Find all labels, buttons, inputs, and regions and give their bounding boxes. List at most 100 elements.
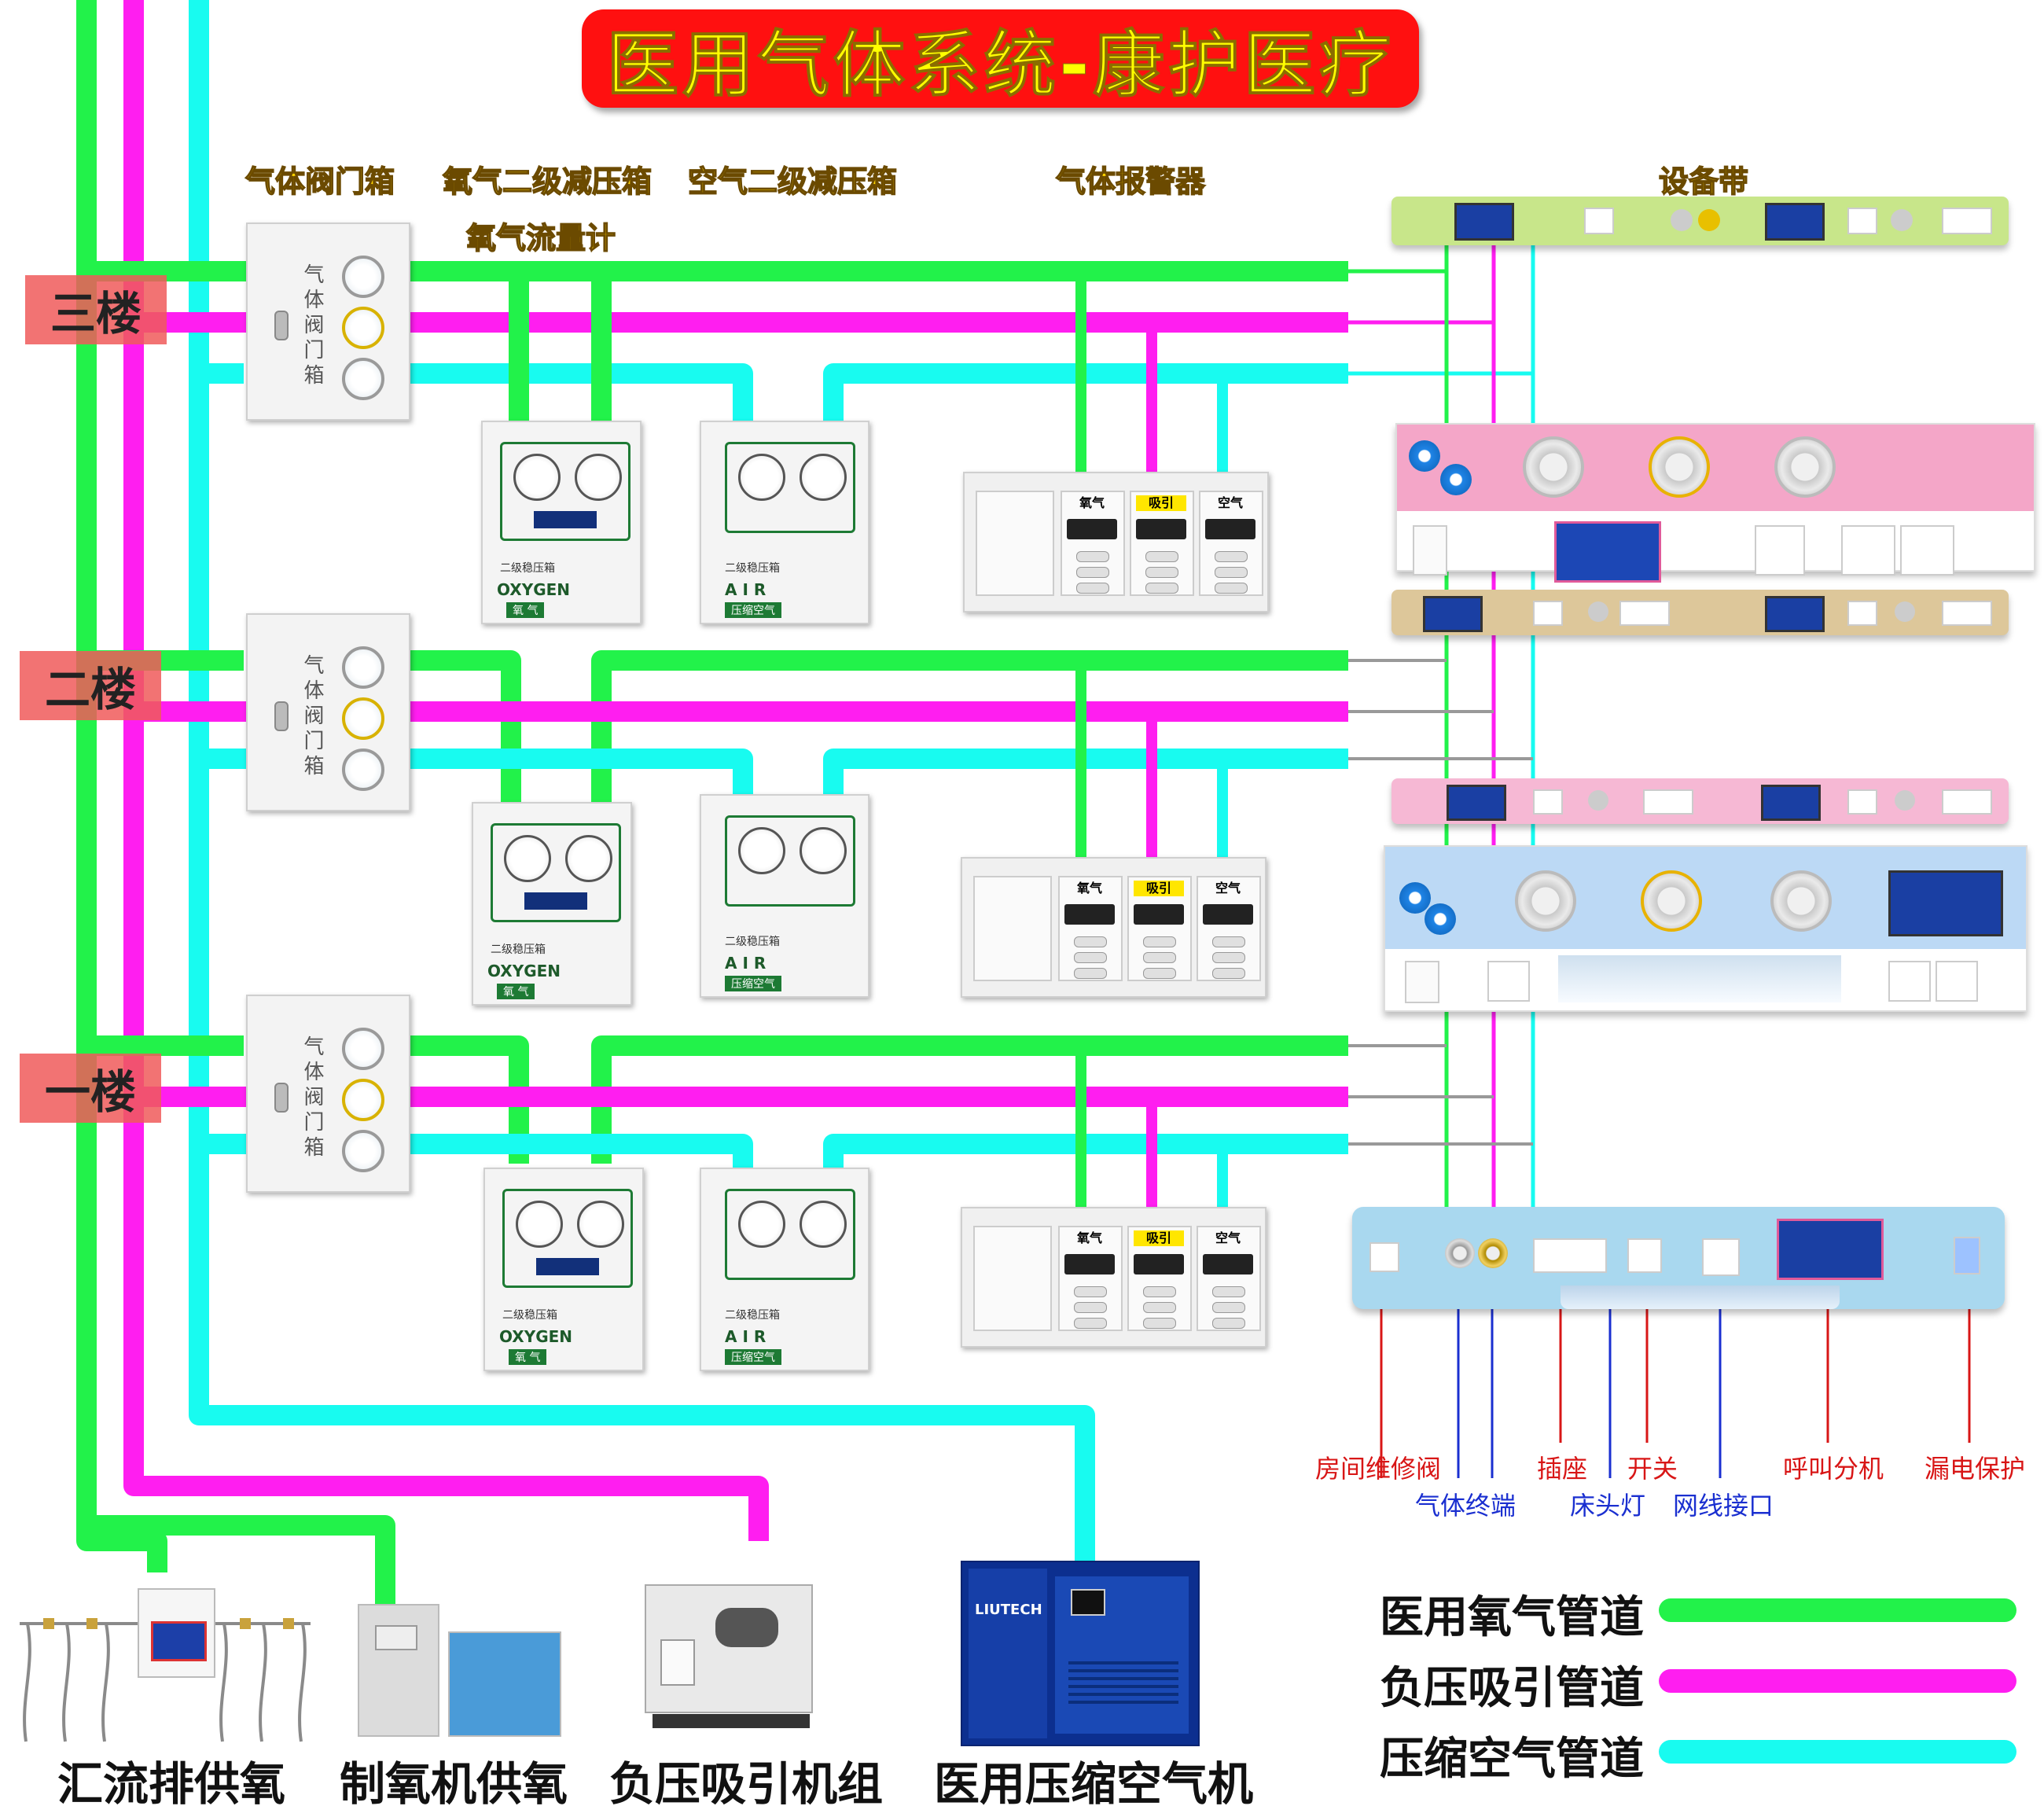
gauge-icon xyxy=(504,835,551,882)
pump-base xyxy=(653,1714,810,1728)
regulator-panel xyxy=(725,442,855,533)
gas-outlet-icon xyxy=(1478,1238,1508,1268)
alarm-channel-oxygen: 氧气 xyxy=(1061,491,1125,596)
alarm-button xyxy=(1145,583,1178,594)
alarm-display xyxy=(1134,904,1184,925)
air-regulator-floor2: 二级稳压箱 A I R 压缩空气 xyxy=(700,794,869,998)
outlet-icon xyxy=(1895,790,1915,811)
screen-icon xyxy=(1071,1589,1105,1616)
term-label-gas-outlet: 气体终端 xyxy=(1415,1491,1516,1521)
alarm-button xyxy=(1076,583,1109,594)
screen-icon xyxy=(1454,203,1514,241)
control-panel-icon xyxy=(660,1639,695,1686)
vacuum-outlet-icon xyxy=(1641,870,1702,932)
alarm-display xyxy=(1064,904,1115,925)
socket-icon xyxy=(1888,961,1931,1002)
gauge-icon xyxy=(738,827,785,874)
alarm-channel-label: 空气 xyxy=(1217,495,1243,510)
switch-icon xyxy=(1847,601,1877,626)
alarm-button xyxy=(1074,936,1107,947)
alarm-button xyxy=(1143,1302,1176,1313)
alarm-button xyxy=(1143,936,1176,947)
f2-air-main2 xyxy=(823,749,1348,794)
socket-icon xyxy=(1533,1238,1607,1273)
alarm-button xyxy=(1074,1286,1107,1297)
gauge-icon xyxy=(575,454,622,501)
term-label-call: 呼叫分机 xyxy=(1783,1454,1884,1484)
socket-icon xyxy=(1942,789,1992,815)
alarm-channel-oxygen: 氧气 xyxy=(1058,876,1123,981)
bed-head-unit-blue xyxy=(1384,845,2027,1012)
alarm-button xyxy=(1145,551,1178,562)
alarm-button xyxy=(1212,936,1245,947)
title-banner: 医用气体系统-康护医疗 xyxy=(582,9,1419,108)
equipment-strip-pink xyxy=(1391,778,2009,824)
alarm-button xyxy=(1143,1318,1176,1329)
gas-alarm-floor3: 氧气 吸引 空气 xyxy=(963,472,1269,612)
alarm-button xyxy=(1145,567,1178,578)
alarm-side-panel xyxy=(973,876,1052,981)
screen-icon xyxy=(151,1621,207,1661)
alarm-channel-label: 空气 xyxy=(1215,1230,1241,1245)
vacuum-outlet-icon xyxy=(1649,436,1710,498)
air-outlet-icon xyxy=(1774,436,1836,498)
regulator-tag: 氧 气 xyxy=(506,602,545,618)
valve-box-label: 气体阀门箱 xyxy=(300,654,324,780)
gauge-icon xyxy=(342,749,384,791)
regulator-name: A I R xyxy=(725,1327,766,1346)
gauge-icon xyxy=(800,827,847,874)
outlet-icon xyxy=(1698,209,1720,231)
outlet-icon xyxy=(1671,209,1693,231)
panel-top xyxy=(1397,425,2034,511)
alarm-display xyxy=(1134,1254,1184,1274)
gauge-icon xyxy=(577,1201,624,1248)
call-screen-icon xyxy=(1888,870,2003,936)
regulator-tag: 压缩空气 xyxy=(725,1349,781,1365)
alarm-button xyxy=(1143,952,1176,963)
regulator-tag: 压缩空气 xyxy=(725,976,781,991)
alarm-button xyxy=(1212,1302,1245,1313)
bed-lamp-icon xyxy=(1561,1286,1840,1309)
alarm-display xyxy=(1064,1254,1115,1274)
screen-icon xyxy=(1761,785,1821,821)
valve-box-floor1: 气体阀门箱 xyxy=(246,995,410,1193)
equip-label-manifold: 汇流排供氧 xyxy=(57,1757,286,1811)
term-label-network: 网线接口 xyxy=(1673,1491,1774,1521)
valve-box-floor2: 气体阀门箱 xyxy=(246,613,410,811)
legend-swatches xyxy=(1659,1598,2016,1764)
gauge-icon xyxy=(342,256,384,298)
valve-handle xyxy=(274,701,289,731)
switch-icon xyxy=(1533,789,1563,815)
alarm-side-panel xyxy=(973,1226,1052,1331)
socket-icon xyxy=(1936,961,1978,1002)
gas-alarm-floor1: 氧气 吸引 空气 xyxy=(961,1207,1266,1348)
valve-handle xyxy=(274,1083,289,1113)
regulator-name: A I R xyxy=(725,954,766,973)
pump-motor-icon xyxy=(715,1608,778,1647)
gauge-icon xyxy=(342,646,384,689)
label-air-regulator: 空气二级减压箱 xyxy=(687,164,898,200)
control-panel-icon xyxy=(375,1625,417,1650)
regulator-tag: 压缩空气 xyxy=(725,602,781,618)
alarm-button xyxy=(1212,1286,1245,1297)
floor-label-1: 一楼 xyxy=(20,1054,161,1123)
gauge-icon xyxy=(342,1079,384,1121)
equip-label-generator: 制氧机供氧 xyxy=(340,1757,568,1811)
alarm-button xyxy=(1143,1286,1176,1297)
alarm-channel-label: 吸引 xyxy=(1136,495,1186,511)
alarm-display xyxy=(1205,519,1255,539)
f1-oxygen-main2 xyxy=(409,1035,529,1164)
oxygen-to-generator xyxy=(86,1515,395,1612)
compressor-brand: LIUTECH xyxy=(975,1602,1042,1618)
screen-icon xyxy=(1447,785,1506,821)
alarm-channel-suction: 吸引 xyxy=(1130,491,1194,596)
alarm-channel-air: 空气 xyxy=(1197,876,1261,981)
regulator-tag: 氧 气 xyxy=(497,984,535,999)
regulator-line1: 二级稳压箱 xyxy=(725,562,780,575)
suction-riser xyxy=(123,0,769,1541)
gauge-icon xyxy=(342,358,384,400)
alarm-button xyxy=(1212,968,1245,979)
alarm-button xyxy=(1212,1318,1245,1329)
legend-label-suction: 负压吸引管道 xyxy=(1380,1663,1644,1714)
strip-feed-f2 xyxy=(1348,659,1533,760)
